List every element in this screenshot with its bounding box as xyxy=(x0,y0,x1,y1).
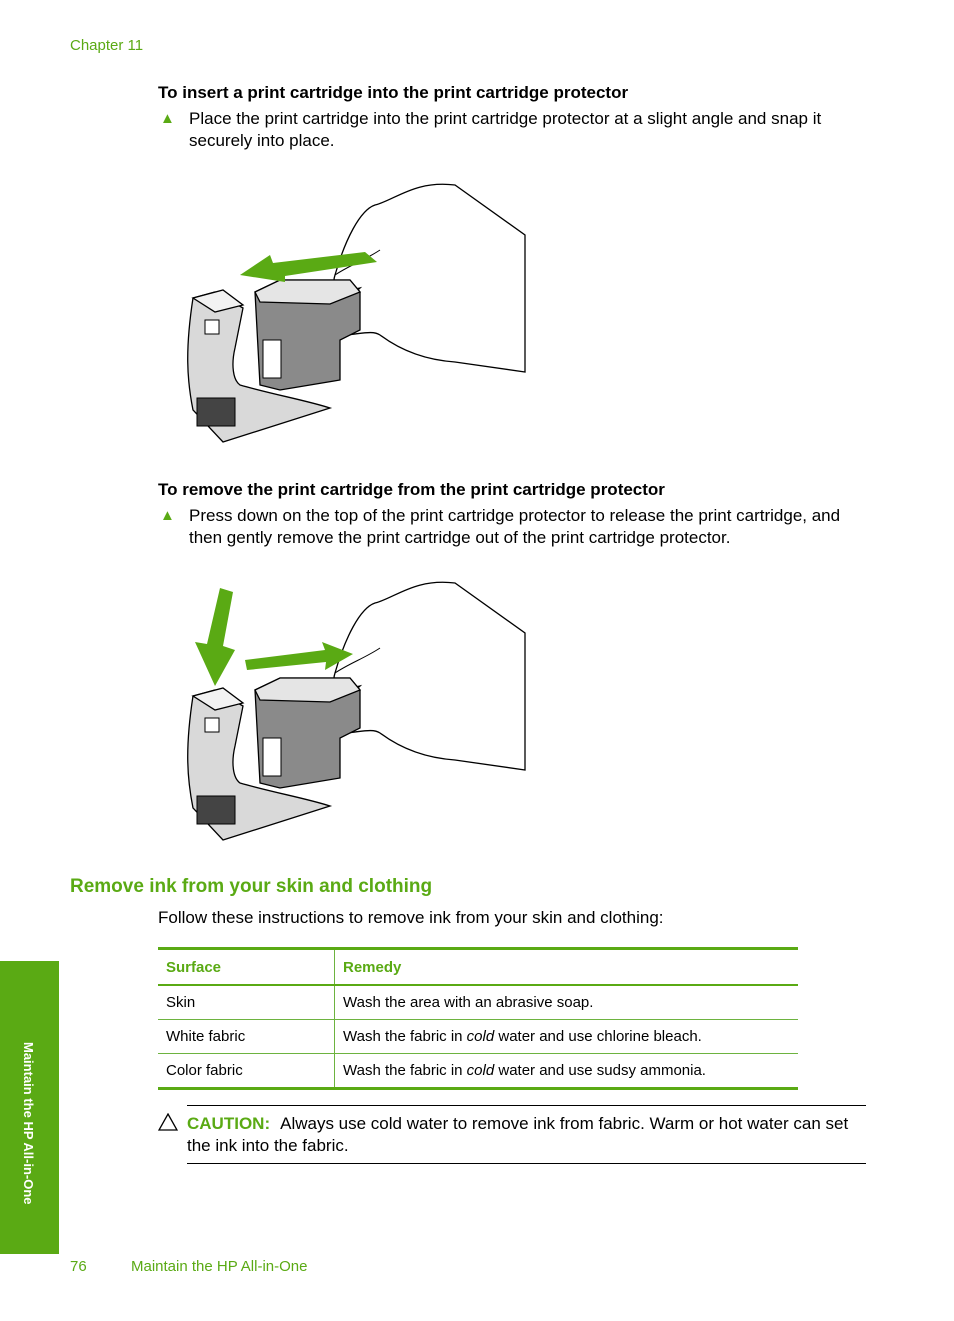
remedy-table: Surface Remedy Skin Wash the area with a… xyxy=(158,947,798,1090)
remedy-cell: Wash the fabric in cold water and use su… xyxy=(334,1053,798,1090)
section-heading: Remove ink from your skin and clothing xyxy=(70,876,433,897)
remedy-text-end: water and use chlorine bleach. xyxy=(494,1028,702,1045)
side-tab-text: Maintain the HP All-in-One xyxy=(21,1042,36,1205)
remove-step-text: Press down on the top of the print cartr… xyxy=(189,506,841,547)
caution-label: CAUTION: xyxy=(187,1114,271,1133)
remedy-text-end: water and use sudsy ammonia. xyxy=(494,1062,706,1079)
remedy-text: Wash the fabric in xyxy=(343,1028,467,1045)
step-triangle-icon: ▲ xyxy=(160,507,175,524)
table-header-row: Surface Remedy xyxy=(158,947,798,986)
section-intro: Follow these instructions to remove ink … xyxy=(158,908,664,927)
side-tab xyxy=(0,961,59,1254)
caution-box xyxy=(187,1105,866,1164)
remove-procedure-heading: To remove the print cartridge from the p… xyxy=(158,480,665,499)
remedy-emphasis: cold xyxy=(466,1028,495,1045)
remove-step: ▲ Press down on the top of the print car… xyxy=(158,505,870,549)
surface-cell: Skin xyxy=(158,985,335,1020)
step-triangle-icon: ▲ xyxy=(160,110,175,127)
remedy-text: Wash the area with an abrasive soap. xyxy=(343,994,594,1011)
remedy-cell: Wash the area with an abrasive soap. xyxy=(334,985,798,1020)
page-number: 76 xyxy=(70,1258,87,1275)
footer-title: Maintain the HP All-in-One xyxy=(131,1258,308,1275)
caution-text: CAUTION:Always use cold water to remove … xyxy=(187,1113,869,1157)
insert-step-text: Place the print cartridge into the print… xyxy=(189,109,822,150)
remedy-cell: Wash the fabric in cold water and use ch… xyxy=(334,1019,798,1054)
column-header-remedy: Remedy xyxy=(334,947,798,986)
surface-cell: Color fabric xyxy=(158,1053,335,1090)
table-row: Skin Wash the area with an abrasive soap… xyxy=(158,985,798,1020)
caution-body: Always use cold water to remove ink from… xyxy=(187,1114,849,1155)
insert-procedure-heading: To insert a print cartridge into the pri… xyxy=(158,83,629,102)
table-row: White fabric Wash the fabric in cold wat… xyxy=(158,1019,798,1054)
column-header-surface: Surface xyxy=(158,947,335,986)
insert-cartridge-illustration xyxy=(187,183,526,443)
chapter-label: Chapter 11 xyxy=(70,37,144,54)
table-row: Color fabric Wash the fabric in cold wat… xyxy=(158,1053,798,1090)
remove-cartridge-illustration xyxy=(187,581,526,841)
warning-triangle-icon xyxy=(158,1113,178,1131)
remedy-text: Wash the fabric in xyxy=(343,1062,467,1079)
remedy-emphasis: cold xyxy=(466,1062,495,1079)
insert-step: ▲ Place the print cartridge into the pri… xyxy=(158,108,870,152)
surface-cell: White fabric xyxy=(158,1019,335,1054)
